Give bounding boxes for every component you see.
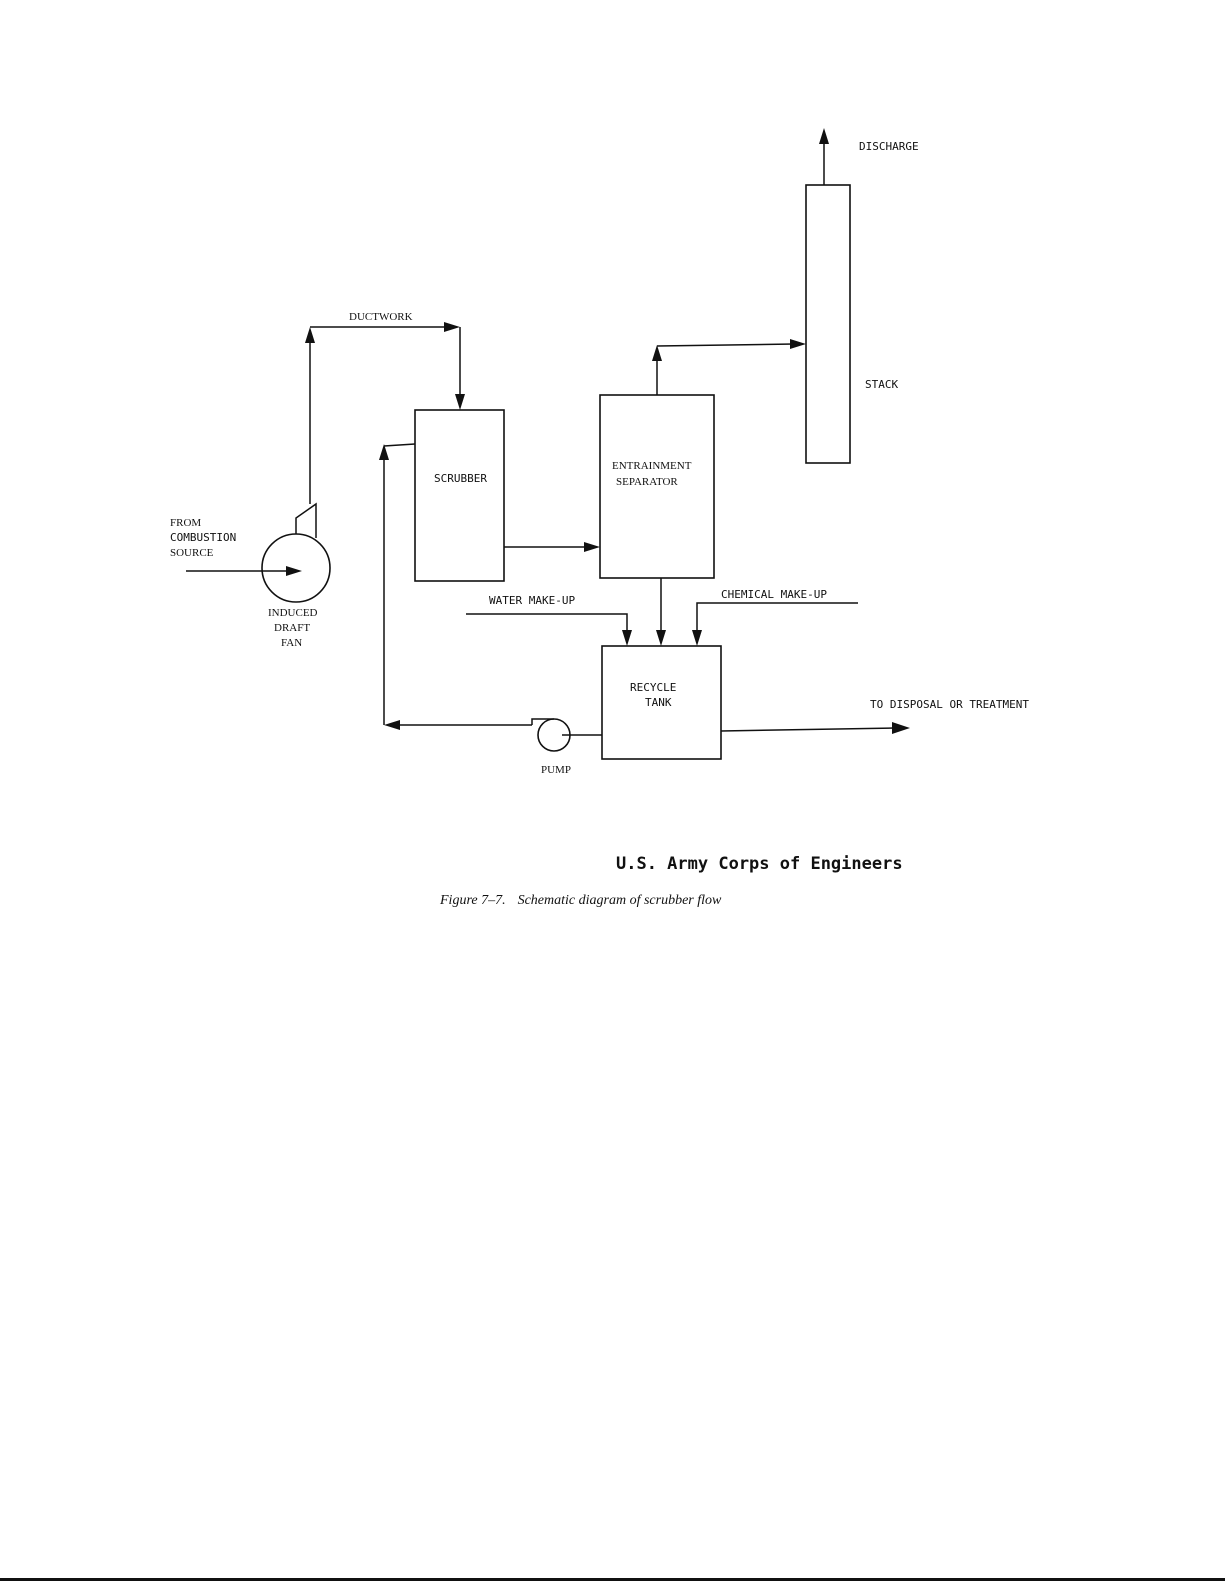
discharge-arrowhead <box>819 128 829 144</box>
stack-column <box>806 185 850 463</box>
scrubber-box <box>415 410 504 581</box>
figure-number: Figure 7–7. <box>440 893 506 908</box>
ductwork-right-arrowhead <box>444 322 460 332</box>
separator-to-stack-arrowhead <box>790 339 806 349</box>
disposal-arrowhead <box>892 722 910 734</box>
page-bottom-rule <box>0 1578 1225 1581</box>
credit-line: U.S. Army Corps of Engineers <box>616 854 903 874</box>
ductwork-up-arrowhead <box>305 327 315 343</box>
figure-caption-text: Schematic diagram of scrubber flow <box>518 893 722 908</box>
source-label: SOURCE <box>170 547 214 559</box>
separator-to-tank-arrowhead <box>656 630 666 646</box>
separator-label: SEPARATOR <box>616 476 678 488</box>
stack-label: STACK <box>865 378 898 391</box>
combustion-label: COMBUSTION <box>170 531 236 544</box>
ductwork-label: DUCTWORK <box>349 311 413 323</box>
inlet-arrowhead <box>286 566 302 576</box>
ductwork-down-arrowhead <box>455 394 465 410</box>
discharge-label: DISCHARGE <box>859 140 919 153</box>
pump-label: PUMP <box>541 764 571 776</box>
water-makeup-arrowhead <box>622 630 632 646</box>
from-label: FROM <box>170 517 201 529</box>
separator-up-arrowhead <box>652 345 662 361</box>
recycle-label: RECYCLE <box>630 681 676 694</box>
induced-draft-fan <box>262 534 330 602</box>
scrubber-flow-diagram: DISCHARGE STACK SCRUBBER ENTRAINMENT SEP… <box>0 0 1225 1000</box>
recycle-to-scrubber-line <box>384 444 415 446</box>
figure-caption: Figure 7–7. Schematic diagram of scrubber… <box>440 893 721 909</box>
disposal-line <box>721 728 894 731</box>
induced-label: INDUCED <box>268 607 318 619</box>
fan-outlet <box>296 504 316 538</box>
water-makeup-label: WATER MAKE-UP <box>489 594 575 607</box>
scrubber-label: SCRUBBER <box>434 472 487 485</box>
chemical-makeup-arrowhead <box>692 630 702 646</box>
tank-label: TANK <box>645 696 672 709</box>
scrubber-to-separator-arrowhead <box>584 542 600 552</box>
water-makeup-line <box>466 614 627 632</box>
disposal-label: TO DISPOSAL OR TREATMENT <box>870 698 1029 711</box>
pump-return-arrowhead <box>384 720 400 730</box>
chemical-makeup-label: CHEMICAL MAKE-UP <box>721 588 827 601</box>
draft-label: DRAFT <box>274 622 310 634</box>
chemical-makeup-line <box>697 603 858 632</box>
entrainment-label: ENTRAINMENT <box>612 460 692 472</box>
fan-label: FAN <box>281 637 302 649</box>
separator-to-stack-line <box>657 344 794 346</box>
